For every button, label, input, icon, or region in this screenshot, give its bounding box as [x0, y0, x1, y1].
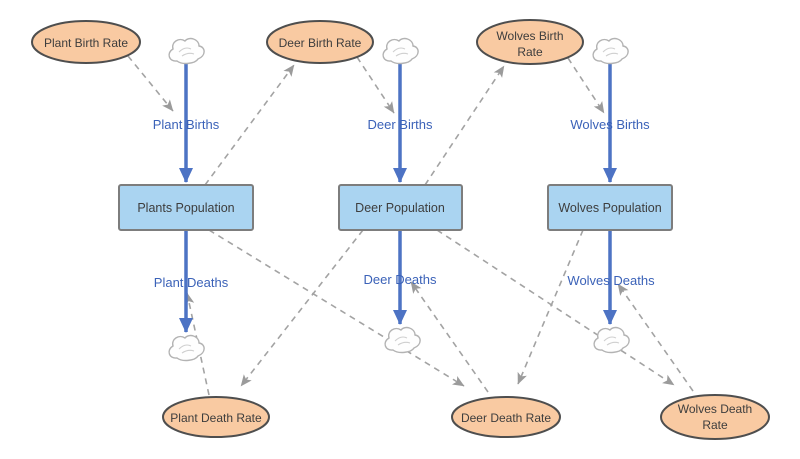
stock-layer: Plants Population Deer Population Wolves… [118, 184, 673, 231]
connector-plant-birth-rate-to-plant-births[interactable] [127, 55, 174, 112]
connector-deer-birth-rate-to-deer-births[interactable] [356, 56, 395, 114]
variable-ellipse[interactable] [476, 19, 584, 65]
stock-label: Plants Population [137, 201, 234, 215]
variable-deer-death-rate[interactable]: Deer Death Rate [451, 396, 561, 438]
stock-rect[interactable] [547, 184, 673, 231]
stock-deer-population[interactable]: Deer Population [338, 184, 463, 231]
variable-deer-birth-rate[interactable]: Deer Birth Rate [266, 20, 374, 64]
stock-wolves-population[interactable]: Wolves Population [547, 184, 673, 231]
variable-label: Plant Birth Rate [44, 36, 128, 50]
connector-deer-death-rate-to-deer-deaths[interactable] [410, 281, 489, 393]
connector-plants-population-to-deer-birth-rate[interactable] [204, 64, 295, 186]
flow-label-wolves-deaths: Wolves Deaths [567, 273, 655, 288]
stock-label: Deer Population [355, 201, 445, 215]
flow-label-layer: Plant Births Deer Births Wolves Births P… [153, 117, 655, 290]
variable-ellipse[interactable] [451, 396, 561, 438]
stock-label: Wolves Population [558, 201, 661, 215]
flow-label-wolves-births: Wolves Births [570, 117, 650, 132]
variable-layer: Plant Birth Rate Deer Birth Rate Wolves … [31, 19, 770, 440]
flow-layer [179, 52, 617, 333]
variable-ellipse[interactable] [31, 20, 141, 64]
variable-label: Deer Birth Rate [279, 36, 362, 50]
variable-label: Deer Death Rate [461, 411, 551, 425]
stock-rect[interactable] [338, 184, 463, 231]
connector-layer [127, 55, 694, 396]
connector-wolves-population-to-deer-death-rate[interactable] [517, 229, 584, 385]
flow-label-deer-births: Deer Births [367, 117, 433, 132]
connector-deer-population-to-wolves-birth-rate[interactable] [424, 65, 505, 186]
stock-rect[interactable] [118, 184, 254, 231]
variable-ellipse[interactable] [266, 20, 374, 64]
connector-deer-population-to-wolves-death-rate[interactable] [436, 229, 675, 386]
variable-label: Plant Death Rate [170, 411, 262, 425]
variable-ellipse[interactable] [162, 396, 270, 438]
connector-deer-population-to-plant-death-rate[interactable] [240, 229, 364, 387]
flow-label-plant-deaths: Plant Deaths [154, 275, 229, 290]
variable-plant-birth-rate[interactable]: Plant Birth Rate [31, 20, 141, 64]
connector-plants-population-to-deer-death-rate[interactable] [208, 229, 465, 387]
flow-label-plant-births: Plant Births [153, 117, 220, 132]
stock-plants-population[interactable]: Plants Population [118, 184, 254, 231]
variable-plant-death-rate[interactable]: Plant Death Rate [162, 396, 270, 438]
flow-label-deer-deaths: Deer Deaths [364, 272, 437, 287]
variable-ellipse[interactable] [660, 394, 770, 440]
